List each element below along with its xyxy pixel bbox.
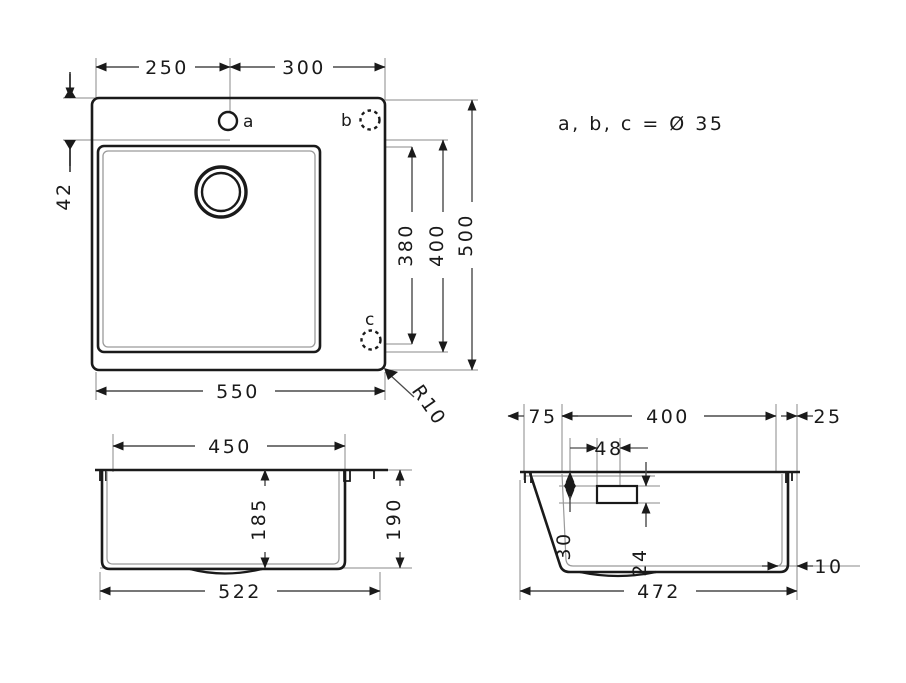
hole-c-label: c: [365, 310, 375, 330]
side-drain-bump: [579, 570, 657, 578]
dim-label-42: 42: [53, 181, 75, 210]
dim-label-472: 472: [637, 581, 681, 603]
dim-label-450: 450: [208, 436, 252, 458]
hole-a-label: a: [243, 112, 254, 132]
dim-522: 522: [99, 579, 381, 603]
front-basin-outline: [100, 470, 347, 571]
dim-42: 42: [53, 72, 76, 211]
dim-label-500: 500: [455, 213, 477, 257]
basin-outer-edge: [96, 144, 322, 354]
dim-500: 500: [455, 99, 484, 371]
dim-25: 25: [781, 406, 842, 428]
dim-450: 450: [112, 434, 346, 458]
basin-inner-edge: [102, 150, 316, 348]
dim-380: 380: [395, 146, 424, 345]
hole-b-label: b: [341, 111, 352, 131]
dim-label-185: 185: [248, 497, 270, 541]
hole-a-circle: [217, 110, 239, 132]
front-view-group: 450 185 190: [95, 434, 412, 603]
dim-24: 24: [629, 462, 651, 577]
dim-label-25: 25: [813, 406, 842, 428]
hole-b-circle: [359, 109, 381, 131]
side-basin-outline: [528, 472, 790, 574]
dim-label-522: 522: [218, 581, 262, 603]
dim-label-250: 250: [145, 57, 189, 79]
dim-190: 190: [383, 469, 412, 569]
dim-48: 48: [570, 438, 648, 460]
sink-outer-outline: [90, 96, 387, 372]
dim-472: 472: [519, 579, 798, 603]
dim-400-side: 400: [561, 404, 777, 428]
dim-label-400-side: 400: [646, 406, 690, 428]
front-drain-bump: [189, 567, 263, 575]
dim-label-400: 400: [426, 223, 448, 267]
drain-outer-circle: [194, 165, 248, 219]
dim-550: 550: [95, 379, 386, 403]
hole-diameter-note: a, b, c = Ø 35: [558, 113, 724, 135]
dim-label-380: 380: [395, 223, 417, 267]
front-basin-inner-line: [106, 471, 340, 565]
top-view-group: 250 300 42 a b c: [53, 55, 484, 430]
dim-label-48: 48: [594, 438, 623, 460]
dim-30: 30: [553, 471, 576, 561]
overflow-slot: [595, 484, 639, 505]
hole-c-circle: [360, 329, 382, 351]
dim-10: 10: [762, 556, 843, 578]
dim-label-190: 190: [383, 497, 405, 541]
dim-400-top: 400: [426, 139, 455, 353]
note-group: a, b, c = Ø 35: [558, 113, 724, 135]
dim-label-10: 10: [814, 556, 843, 578]
dim-185: 185: [248, 469, 277, 569]
drain-inner-circle: [200, 171, 242, 213]
side-basin-inner-line: [561, 473, 783, 567]
dim-label-550: 550: [216, 381, 260, 403]
dim-label-75: 75: [528, 406, 557, 428]
dim-label-24: 24: [629, 547, 651, 576]
dim-250-300: 250 300: [95, 55, 386, 79]
dim-label-300: 300: [282, 57, 326, 79]
dim-label-30: 30: [553, 531, 575, 560]
side-view-group: 75 400 25 48: [507, 404, 860, 603]
